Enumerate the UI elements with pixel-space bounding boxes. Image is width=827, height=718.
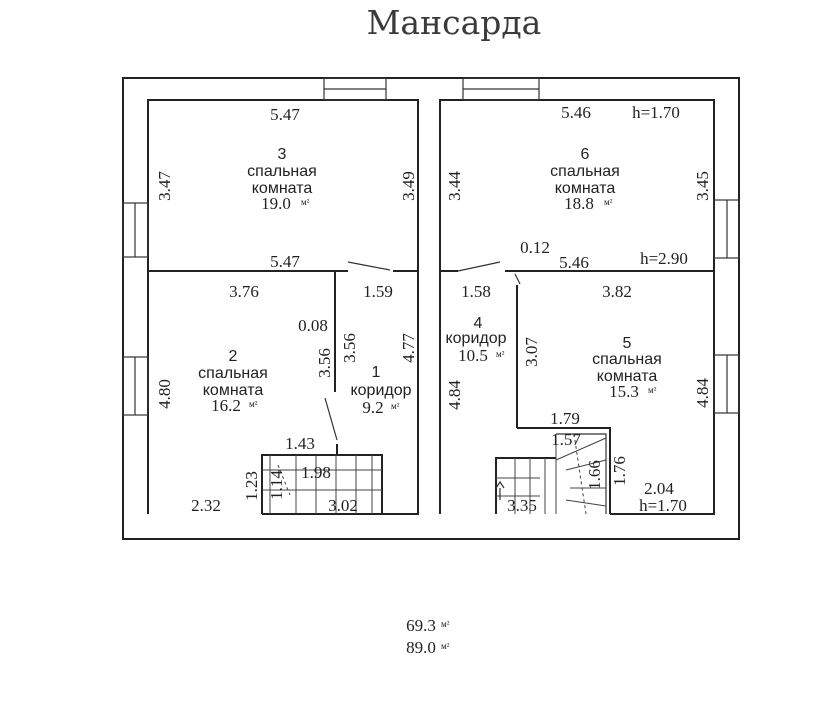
svg-text:3.45: 3.45 bbox=[693, 171, 712, 201]
svg-text:h=2.90: h=2.90 bbox=[640, 249, 688, 268]
svg-text:3: 3 bbox=[278, 146, 287, 163]
svg-text:спальная: спальная bbox=[247, 163, 317, 180]
plan-title: Мансарда bbox=[367, 3, 542, 42]
svg-text:м²: м² bbox=[391, 401, 400, 411]
svg-text:коридор: коридор bbox=[350, 382, 411, 399]
living-area-total: 69.3 bbox=[406, 616, 436, 635]
dimensions-horizontal: 5.47 5.46 h=1.70 5.47 0.12 5.46 h=2.90 3… bbox=[191, 103, 688, 515]
svg-text:4.84: 4.84 bbox=[445, 380, 464, 410]
room-1-label: 1 коридор 9.2 м² bbox=[350, 364, 411, 417]
svg-text:1.57: 1.57 bbox=[551, 430, 581, 449]
svg-text:0.12: 0.12 bbox=[520, 238, 550, 257]
svg-text:4.84: 4.84 bbox=[693, 378, 712, 408]
svg-text:3.56: 3.56 bbox=[315, 348, 334, 378]
svg-text:м²: м² bbox=[496, 349, 505, 359]
svg-text:19.0: 19.0 bbox=[261, 194, 291, 213]
svg-text:2.32: 2.32 bbox=[191, 496, 221, 515]
svg-text:3.07: 3.07 bbox=[522, 337, 541, 367]
room-3-label: 3 спальная комната 19.0 м² bbox=[247, 146, 317, 213]
svg-text:3.02: 3.02 bbox=[328, 496, 358, 515]
svg-text:5.47: 5.47 bbox=[270, 252, 300, 271]
svg-text:1.43: 1.43 bbox=[285, 434, 315, 453]
svg-text:м²: м² bbox=[441, 619, 450, 629]
svg-text:1.76: 1.76 bbox=[610, 456, 629, 486]
svg-text:5: 5 bbox=[623, 335, 632, 352]
svg-text:3.47: 3.47 bbox=[155, 171, 174, 201]
svg-text:спальная: спальная bbox=[592, 351, 662, 368]
svg-text:м²: м² bbox=[301, 197, 310, 207]
svg-text:6: 6 bbox=[581, 146, 590, 163]
svg-text:спальная: спальная bbox=[550, 163, 620, 180]
outer-walls bbox=[122, 77, 740, 540]
svg-text:1.58: 1.58 bbox=[461, 282, 491, 301]
svg-text:м²: м² bbox=[249, 399, 258, 409]
svg-text:м²: м² bbox=[441, 641, 450, 651]
svg-text:18.8: 18.8 bbox=[564, 194, 594, 213]
svg-text:h=1.70: h=1.70 bbox=[632, 103, 680, 122]
svg-text:1.23: 1.23 bbox=[242, 471, 261, 501]
windows bbox=[122, 77, 740, 416]
svg-text:h=1.70: h=1.70 bbox=[639, 496, 687, 515]
svg-text:комната: комната bbox=[203, 382, 264, 399]
svg-text:м²: м² bbox=[604, 197, 613, 207]
svg-text:3.76: 3.76 bbox=[229, 282, 259, 301]
svg-text:2.04: 2.04 bbox=[644, 479, 674, 498]
stair-left bbox=[261, 454, 383, 514]
svg-text:спальная: спальная bbox=[198, 365, 268, 382]
svg-text:1: 1 bbox=[372, 364, 381, 381]
svg-text:16.2: 16.2 bbox=[211, 396, 241, 415]
svg-text:2: 2 bbox=[229, 348, 238, 365]
svg-text:3.56: 3.56 bbox=[340, 333, 359, 363]
svg-text:коридор: коридор bbox=[445, 330, 506, 347]
room-2-label: 2 спальная комната 16.2 м² bbox=[198, 348, 268, 415]
dimensions-vertical: 3.47 3.49 3.44 3.45 3.56 3.56 4.77 4.80 … bbox=[155, 171, 712, 501]
svg-text:1.59: 1.59 bbox=[363, 282, 393, 301]
total-area: 89.0 bbox=[406, 638, 436, 657]
svg-text:15.3: 15.3 bbox=[609, 382, 639, 401]
svg-text:3.82: 3.82 bbox=[602, 282, 632, 301]
svg-text:1.66: 1.66 bbox=[585, 460, 604, 490]
stair-right bbox=[495, 433, 607, 515]
svg-text:1.98: 1.98 bbox=[301, 463, 331, 482]
svg-text:5.46: 5.46 bbox=[561, 103, 591, 122]
svg-text:4.77: 4.77 bbox=[399, 333, 418, 363]
svg-text:1.14: 1.14 bbox=[267, 470, 286, 500]
svg-text:9.2: 9.2 bbox=[362, 398, 383, 417]
svg-text:м²: м² bbox=[648, 385, 657, 395]
svg-text:4.80: 4.80 bbox=[155, 379, 174, 409]
svg-text:3.35: 3.35 bbox=[507, 496, 537, 515]
room-4-label: 4 коридор 10.5 м² bbox=[445, 315, 506, 365]
room-5-label: 5 спальная комната 15.3 м² bbox=[592, 335, 662, 401]
svg-text:комната: комната bbox=[555, 180, 616, 197]
svg-text:0.08: 0.08 bbox=[298, 316, 328, 335]
partitions bbox=[148, 261, 714, 514]
svg-text:5.46: 5.46 bbox=[559, 253, 589, 272]
svg-text:4: 4 bbox=[474, 315, 483, 332]
svg-text:10.5: 10.5 bbox=[458, 346, 488, 365]
room-6-label: 6 спальная комната 18.8 м² bbox=[550, 146, 620, 213]
svg-text:3.49: 3.49 bbox=[399, 171, 418, 201]
svg-text:комната: комната bbox=[252, 180, 313, 197]
svg-text:3.44: 3.44 bbox=[445, 171, 464, 201]
svg-text:комната: комната bbox=[597, 368, 658, 385]
svg-text:5.47: 5.47 bbox=[270, 105, 300, 124]
svg-text:1.79: 1.79 bbox=[550, 409, 580, 428]
area-totals: 69.3 м² 89.0 м² bbox=[406, 616, 450, 657]
